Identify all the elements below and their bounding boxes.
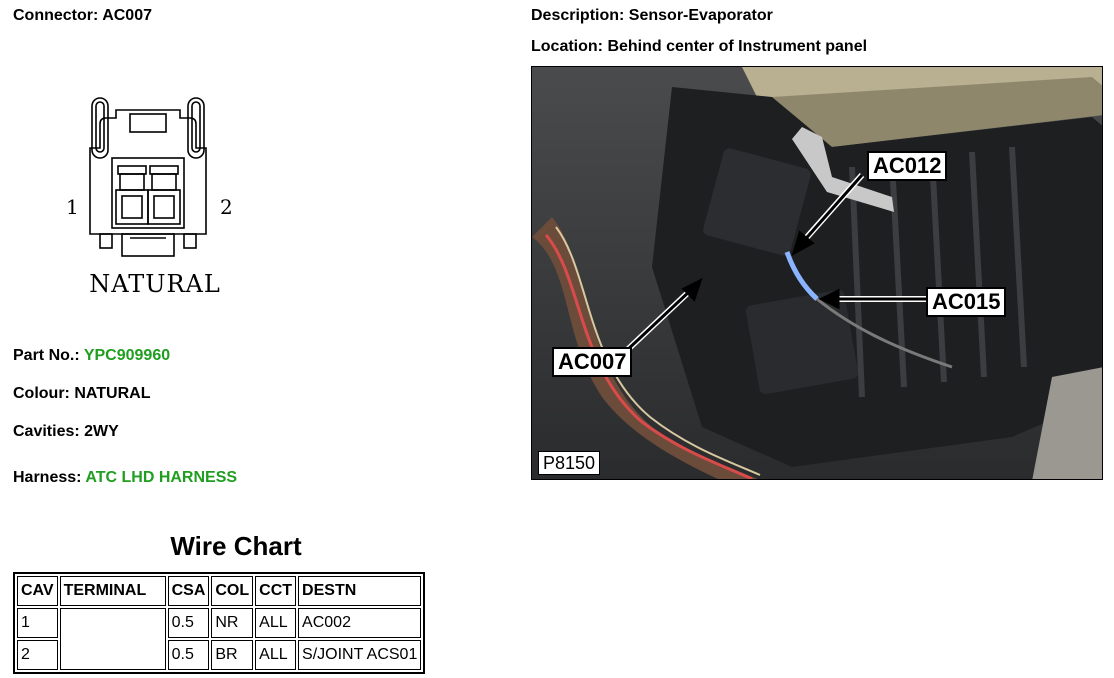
cell-destn: S/JOINT ACS01 <box>298 640 422 670</box>
description-field: Description: Sensor-Evaporator <box>531 6 773 26</box>
cell-col: BR <box>211 640 254 670</box>
col-header-col: COL <box>211 576 254 606</box>
col-header-terminal: TERMINAL <box>59 576 166 606</box>
part-no-field: Part No.: YPC909960 <box>13 346 170 366</box>
harness-label: Harness: <box>13 469 82 486</box>
pin-label-2: 2 <box>220 195 233 219</box>
cell-cct: ALL <box>255 640 297 670</box>
location-field: Location: Behind center of Instrument pa… <box>531 37 867 57</box>
cell-csa: 0.5 <box>167 608 210 638</box>
col-header-csa: CSA <box>167 576 210 606</box>
table-row: 1 0.5 NR ALL AC002 <box>17 608 422 670</box>
part-no-link[interactable]: YPC909960 <box>83 347 171 364</box>
col-header-destn: DESTN <box>298 576 422 606</box>
description-value: Sensor-Evaporator <box>628 7 773 24</box>
col-header-cav: CAV <box>17 576 58 606</box>
wire-chart-title: Wire Chart <box>170 531 302 561</box>
cell-cav: 2 <box>17 640 58 670</box>
wire-chart-header-row: CAV TERMINAL CSA COL CCT DESTN <box>17 576 422 606</box>
harness-field: Harness: ATC LHD HARNESS <box>13 468 237 488</box>
callout-ac007: AC007 <box>552 347 633 377</box>
colour-field: Colour: NATURAL <box>13 384 150 404</box>
description-label: Description: <box>531 7 625 24</box>
connector-caption: NATURAL <box>89 270 221 298</box>
col-header-cct: CCT <box>255 576 297 606</box>
photo-id: P8150 <box>538 451 601 475</box>
connector-label: Connector: <box>13 7 99 24</box>
colour-label: Colour: <box>13 385 70 402</box>
cell-cav: 1 <box>17 608 58 638</box>
location-value: Behind center of Instrument panel <box>607 38 868 55</box>
cell-csa: 0.5 <box>167 640 210 670</box>
cavities-value: 2WY <box>84 423 119 440</box>
table-row: 2 0.5 BR ALL S/JOINT ACS01 <box>17 640 422 670</box>
cell-terminal <box>59 608 166 670</box>
location-photo: AC012 AC015 AC007 P8150 <box>531 66 1103 480</box>
connector-diagram: 1 2 NATURAL <box>60 88 250 308</box>
connector-value: AC007 <box>102 7 152 24</box>
callout-ac012: AC012 <box>867 151 948 181</box>
cavities-label: Cavities: <box>13 423 80 440</box>
photo-illustration <box>532 67 1102 479</box>
connector-field: Connector: AC007 <box>13 6 152 26</box>
connector-face-drawing <box>89 97 207 257</box>
cavities-field: Cavities: 2WY <box>13 422 119 442</box>
cell-col: NR <box>211 608 254 638</box>
callout-ac015: AC015 <box>926 287 1007 317</box>
colour-value: NATURAL <box>74 385 151 402</box>
part-no-label: Part No.: <box>13 347 80 364</box>
pin-label-1: 1 <box>66 195 79 219</box>
cell-destn: AC002 <box>298 608 422 638</box>
cell-cct: ALL <box>255 608 297 638</box>
harness-link[interactable]: ATC LHD HARNESS <box>85 469 238 486</box>
location-label: Location: <box>531 38 603 55</box>
wire-chart-table: CAV TERMINAL CSA COL CCT DESTN 1 0.5 NR … <box>13 572 426 674</box>
